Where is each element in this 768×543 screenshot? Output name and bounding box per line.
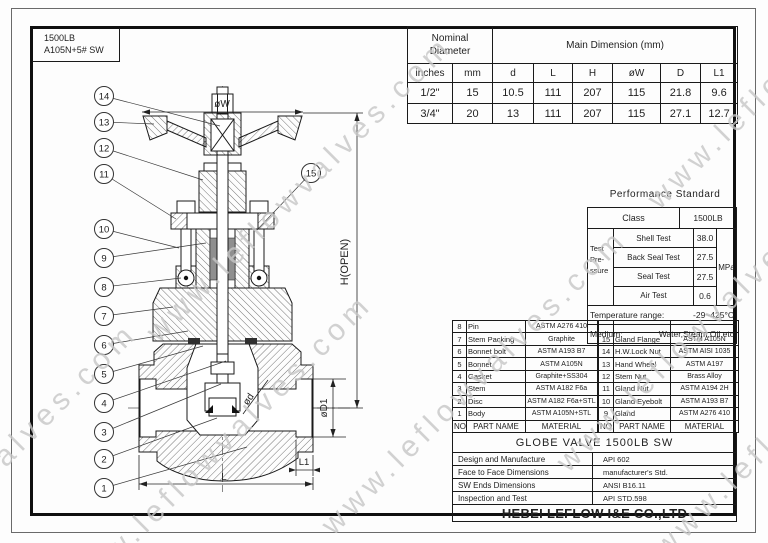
sw-ends-row: SW Ends Dimensions ANSI B16.11	[453, 479, 736, 492]
dim-col-mm: mm	[452, 63, 493, 83]
test-pressure-block: Test Pre- ssure Shell Test 38.0 Back Sea…	[588, 229, 736, 305]
dim-col-L1: L1	[699, 63, 739, 83]
temperature-row: Temperature range: -29~425°C	[588, 305, 736, 324]
dim-col-D: D	[660, 63, 701, 83]
dim-col-inches: inches	[407, 63, 453, 83]
corner-label-class: 1500LB	[44, 33, 76, 43]
corner-label-material: A105N+5# SW	[44, 45, 104, 55]
design-row: Design and Manufacture API 602	[453, 453, 736, 466]
sheet-outer-border	[11, 8, 756, 533]
dim-row-half-inch: 1/2" 15 10.5 111 207 115 21.8 9.6	[407, 82, 739, 104]
drawing-frame	[30, 26, 736, 516]
seal-test-row: Seal Test 27.5	[614, 267, 716, 287]
temperature-label: Temperature range:	[590, 310, 665, 320]
performance-title: Performance Standard	[609, 189, 721, 200]
air-test-row: Air Test 0.6	[614, 286, 716, 305]
dim-col-H: H	[572, 63, 613, 83]
dim-row-three-quarter-inch: 3/4" 20 13 111 207 115 27.1 12.7	[407, 103, 739, 124]
corner-label-box: 1500LB A105N+5# SW	[32, 28, 120, 62]
face-to-face-row: Face to Face Dimensions manufacturer's S…	[453, 466, 736, 479]
class-label: Class	[588, 208, 680, 228]
dim-header-nominal: Nominal Diameter	[407, 26, 493, 64]
title-block: GLOBE VALVE 1500LB SW Design and Manufac…	[452, 432, 737, 522]
test-pressure-label: Test Pre- ssure	[588, 229, 614, 305]
performance-class-row: Class 1500LB	[588, 208, 736, 229]
company-name: HEBEI LEFLOW I&E CO.,LTD	[501, 505, 688, 521]
shell-test-row: Shell Test 38.0	[614, 229, 716, 249]
dim-col-W: øW	[612, 63, 661, 83]
dim-header-main: Main Dimension (mm)	[491, 26, 739, 64]
main-dimension-table: Nominal Diameter Main Dimension (mm) inc…	[407, 26, 739, 124]
temperature-value: -29~425°C	[693, 310, 734, 320]
dim-col-L: L	[533, 63, 573, 83]
part-row-empty	[598, 319, 739, 334]
inspection-row: Inspection and Test API STD.598	[453, 492, 736, 505]
back-seal-test-row: Back Seal Test 27.5	[614, 248, 716, 268]
class-value: 1500LB	[693, 213, 723, 223]
product-title: GLOBE VALVE 1500LB SW	[453, 433, 736, 453]
pressure-unit: MPa	[716, 229, 736, 305]
dim-col-d: d	[492, 63, 534, 83]
